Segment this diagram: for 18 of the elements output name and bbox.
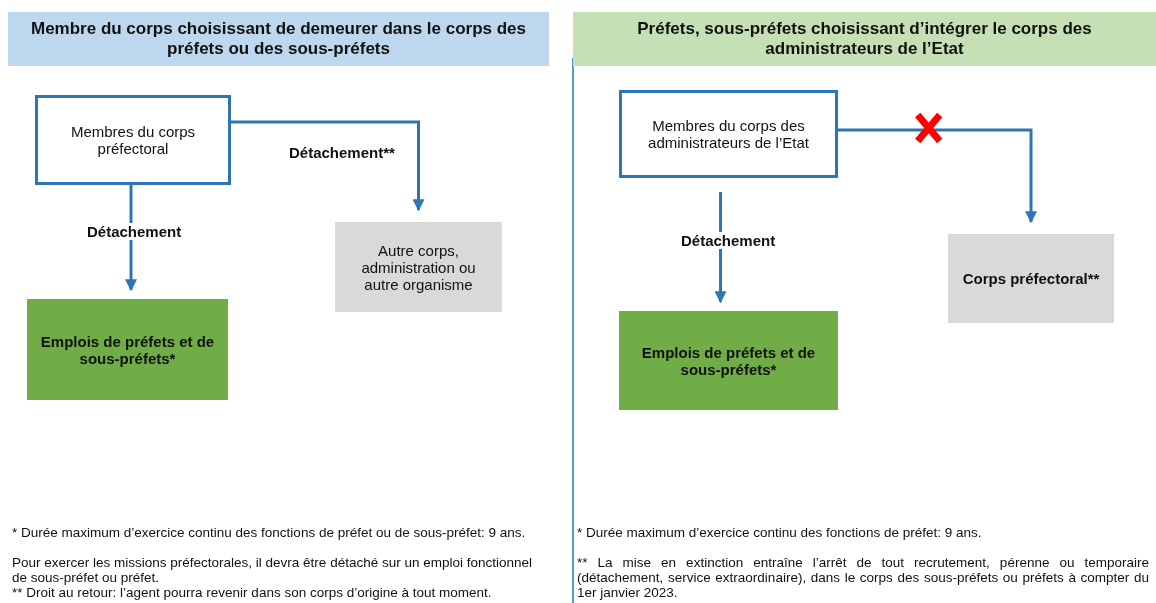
edge-label: Détachement** [289, 144, 395, 161]
header-band: Membre du corps choisissant de demeurer dans le corps des préfets ou des sous-préfets [8, 12, 549, 66]
footnote: ** Droit au retour: l’agent pourra revenir dans son corps d’origine à tout moment. [12, 585, 493, 600]
target-box: Corps préfectoral** [948, 234, 1114, 323]
footnote: * Durée maximum d’exercice continu des fonctions de préfet: 9 ans. [577, 525, 983, 540]
header-band: Préfets, sous-préfets choisissant d’intégrer le corps des administrateurs de l’Etat [573, 12, 1156, 66]
edge-label: Détachement [87, 223, 182, 240]
footnote: ** La mise en extinction entraîne l’arrêt de tout recrutement, pérenne ou temporaire (détachement, service extraordinaire), dans le corps des sous-préfets ou préfets à compter du 1er janvier 2023. [577, 555, 1149, 600]
footnote: Pour exercer les missions préfectorales, il devra être détaché sur un emploi fonctionnel de sous-préfet ou préfet. [12, 555, 533, 585]
edge-label: Détachement [681, 232, 776, 249]
target-box: Autre corps, administration ou autre organisme [335, 222, 502, 312]
position-box: Emplois de préfets et de sous-préfets* [619, 311, 838, 410]
process-box: Membres du corps préfectoral [35, 95, 231, 185]
arrow [838, 128, 1037, 224]
footnote: * Durée maximum d’exercice continu des fonctions de préfet ou de sous-préfet: 9 ans. [12, 525, 527, 540]
process-box: Membres du corps des administrateurs de l’Etat [619, 90, 838, 178]
arrow [231, 120, 425, 212]
position-box: Emplois de préfets et de sous-préfets* [27, 299, 228, 400]
